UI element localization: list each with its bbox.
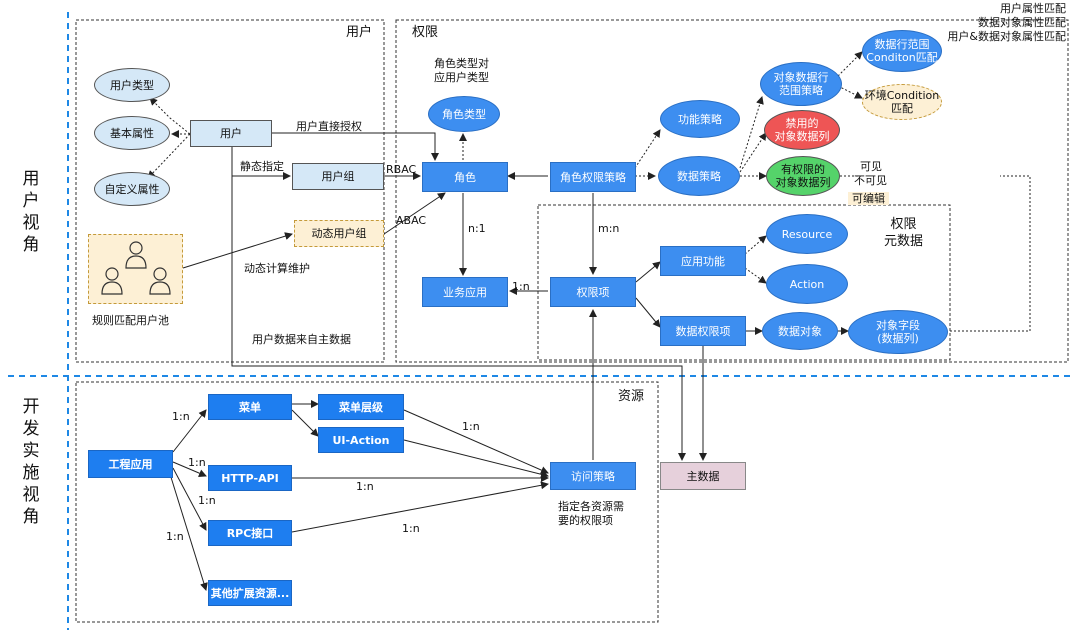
access-policy-node: 访问策略 [550, 462, 636, 490]
disabled-col-node: 禁用的 对象数据列 [764, 110, 840, 150]
match-notes: 用户属性匹配 数据对象属性匹配 用户&数据对象属性匹配 [947, 2, 1066, 43]
basic-attr-node: 基本属性 [94, 116, 170, 150]
access-note: 指定各资源需 要的权限项 [558, 500, 624, 527]
data-object-node: 数据对象 [762, 312, 838, 350]
user-type-node: 用户类型 [94, 68, 170, 102]
perm-section-box [395, 19, 1069, 363]
role-type-node: 角色类型 [428, 96, 500, 132]
user-data-src-label: 用户数据来自主数据 [252, 333, 351, 346]
row-scope-node: 数据行范围 Conditon匹配 [862, 30, 942, 72]
menu-node: 菜单 [208, 394, 292, 420]
rel-rpc-label: 1:n [198, 494, 216, 507]
data-perm-item-node: 数据权限项 [660, 316, 746, 346]
user-section-title: 用户 [346, 25, 373, 40]
func-policy-node: 功能策略 [660, 100, 740, 138]
biz-app-node: 业务应用 [422, 277, 508, 307]
rel-menu-ap-label: 1:n [462, 420, 480, 433]
user-view-label: 用户视角 [22, 169, 40, 255]
rule-pool-box [88, 234, 183, 304]
menu-level-node: 菜单层级 [318, 394, 404, 420]
obj-row-policy-node: 对象数据行 范围策略 [760, 62, 842, 106]
custom-attr-node: 自定义属性 [94, 172, 170, 206]
perm-meta-title: 权限 元数据 [884, 217, 924, 249]
abac-label: ABAC [396, 214, 427, 227]
rel-other-label: 1:n [166, 530, 184, 543]
static-assign-label: 静态指定 [240, 160, 284, 173]
user-node: 用户 [190, 120, 272, 147]
mn-label: m:n [598, 222, 620, 235]
invisible-label: 不可见 [854, 174, 887, 187]
resource-section-box [75, 381, 659, 623]
rbac-label: RBAC [386, 163, 417, 176]
rel-http-label: 1:n [188, 456, 206, 469]
perm-section-title: 权限 [412, 25, 439, 40]
resource-node: Resource [766, 214, 848, 254]
rule-pool-label: 规则匹配用户池 [92, 314, 169, 327]
eng-app-node: 工程应用 [88, 450, 173, 478]
rel-http-ap-label: 1:n [356, 480, 374, 493]
perm-meta-box [537, 204, 951, 361]
app-func-node: 应用功能 [660, 246, 746, 276]
people-icon [100, 241, 171, 295]
one-n-biz-label: 1:n [512, 280, 530, 293]
role-type-note: 角色类型对 应用户类型 [434, 57, 489, 84]
perm-item-node: 权限项 [550, 277, 636, 307]
rpc-node: RPC接口 [208, 520, 292, 546]
role-node: 角色 [422, 162, 508, 192]
master-data-node: 主数据 [660, 462, 746, 490]
other-res-node: 其他扩展资源... [208, 580, 292, 606]
object-field-node: 对象字段 (数据列) [848, 310, 948, 354]
visible-label: 可见 [860, 160, 882, 173]
dynamic-group-node: 动态用户组 [294, 220, 384, 247]
editable-label: 可编辑 [848, 192, 889, 205]
role-policy-node: 角色权限策略 [550, 162, 636, 192]
rel-rpc-ap-label: 1:n [402, 522, 420, 535]
data-policy-node: 数据策略 [658, 156, 740, 196]
resource-section-title: 资源 [618, 389, 645, 404]
http-api-node: HTTP-API [208, 465, 292, 491]
limited-col-node: 有权限的 对象数据列 [766, 156, 840, 196]
action-node: Action [766, 264, 848, 304]
dynamic-calc-label: 动态计算维护 [244, 262, 310, 275]
rel-menu-label: 1:n [172, 410, 190, 423]
n1-label: n:1 [468, 222, 486, 235]
user-group-node: 用户组 [292, 163, 384, 190]
env-cond-node: 环境Condition 匹配 [862, 84, 942, 120]
dev-view-label: 开发实施视角 [22, 397, 40, 527]
ui-action-node: UI-Action [318, 427, 404, 453]
direct-grant-label: 用户直接授权 [296, 120, 362, 133]
